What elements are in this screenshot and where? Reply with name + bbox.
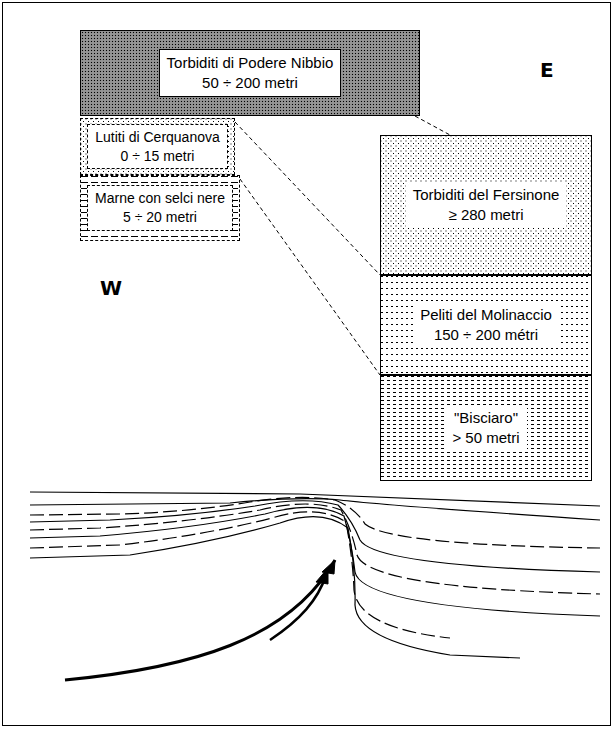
direction-label: E bbox=[540, 58, 554, 82]
arrow-head bbox=[316, 568, 328, 584]
unit-thickness: 50 ÷ 200 metri bbox=[167, 73, 334, 93]
unit-name: "Bisciaro" bbox=[452, 408, 519, 428]
unit-label-box: Peliti del Molinaccio150 ÷ 200 métri bbox=[413, 302, 559, 349]
stratigraphic-unit: Torbiditi del Fersinone≥ 280 metri bbox=[380, 135, 592, 275]
correlation-line bbox=[235, 122, 380, 275]
direction-label: W bbox=[100, 276, 122, 300]
correlation-line bbox=[240, 179, 380, 375]
stratum-line bbox=[30, 517, 520, 658]
unit-label-box: "Bisciaro"> 50 metri bbox=[445, 405, 526, 452]
stratigraphic-unit: Torbiditi di Podere Nibbio50 ÷ 200 metri bbox=[80, 30, 420, 116]
unit-label-box: Lutiti di Cerquanova0 ÷ 15 metri bbox=[87, 124, 228, 170]
unit-thickness: 0 ÷ 15 metri bbox=[95, 147, 220, 166]
stratigraphic-unit: Peliti del Molinaccio150 ÷ 200 métri bbox=[380, 275, 592, 375]
correlation-line bbox=[415, 116, 450, 135]
unit-name: Lutiti di Cerquanova bbox=[95, 128, 220, 147]
stratum-line bbox=[30, 497, 600, 548]
stratigraphic-unit: "Bisciaro"> 50 metri bbox=[380, 375, 592, 481]
thrust-arrow bbox=[270, 575, 326, 640]
unit-label-box: Marne con selci nere5 ÷ 20 metri bbox=[87, 185, 233, 231]
stratigraphic-unit: Lutiti di Cerquanova0 ÷ 15 metri bbox=[80, 118, 235, 175]
stratum-line bbox=[30, 512, 450, 638]
frame bbox=[3, 3, 611, 726]
correlation-line bbox=[240, 179, 380, 375]
unit-thickness: ≥ 280 metri bbox=[413, 205, 560, 225]
correlation-line bbox=[235, 122, 380, 275]
anticline-strata bbox=[30, 492, 600, 658]
unit-label-box: Torbiditi di Podere Nibbio50 ÷ 200 metri bbox=[159, 49, 342, 98]
thrust-fault bbox=[65, 560, 335, 680]
unit-thickness: 5 ÷ 20 metri bbox=[95, 208, 225, 227]
stratigraphic-unit: Marne con selci nere5 ÷ 20 metri bbox=[80, 175, 240, 241]
unit-name: Torbiditi del Fersinone bbox=[413, 185, 560, 205]
unit-thickness: 150 ÷ 200 métri bbox=[420, 325, 552, 345]
unit-name: Torbiditi di Podere Nibbio bbox=[167, 53, 334, 73]
unit-thickness: > 50 metri bbox=[452, 428, 519, 448]
unit-name: Peliti del Molinaccio bbox=[420, 305, 552, 325]
unit-name: Marne con selci nere bbox=[95, 189, 225, 208]
stratum-line bbox=[30, 501, 600, 572]
correlation-line bbox=[415, 116, 450, 135]
stratum-line bbox=[30, 504, 600, 594]
thrust-arrows bbox=[65, 560, 335, 680]
unit-label-box: Torbiditi del Fersinone≥ 280 metri bbox=[406, 182, 567, 229]
